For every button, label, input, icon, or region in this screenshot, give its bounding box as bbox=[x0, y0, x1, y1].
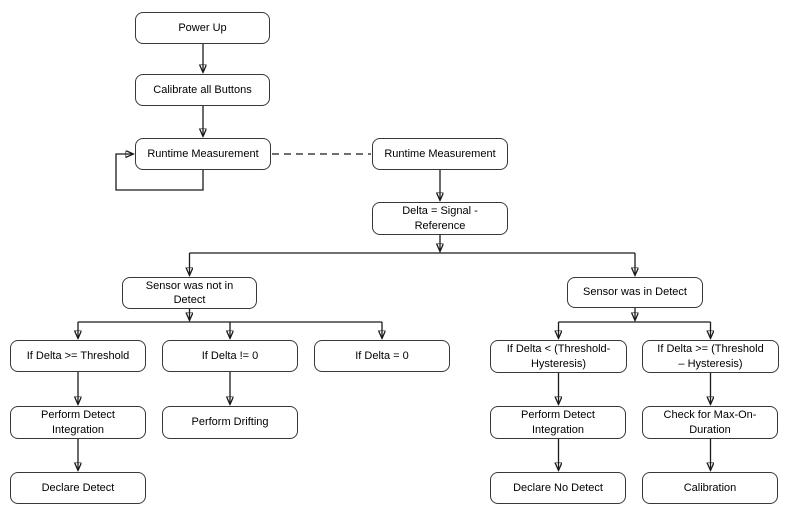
node-perform-detect-integration-left: Perform Detect Integration bbox=[10, 406, 146, 439]
node-runtime-measurement-right: Runtime Measurement bbox=[372, 138, 508, 170]
node-declare-no-detect-label: Declare No Detect bbox=[513, 481, 603, 494]
node-calibrate-all-buttons-label: Calibrate all Buttons bbox=[153, 83, 252, 96]
node-runtime-measurement-left-label: Runtime Measurement bbox=[147, 147, 259, 160]
node-runtime-measurement-left: Runtime Measurement bbox=[135, 138, 271, 170]
node-if-delta-eq-zero-label: If Delta = 0 bbox=[355, 349, 409, 362]
node-declare-no-detect: Declare No Detect bbox=[490, 472, 626, 504]
node-perform-drifting: Perform Drifting bbox=[162, 406, 298, 439]
node-sensor-was-not-in-detect: Sensor was not in Detect bbox=[122, 277, 257, 309]
node-sensor-was-in-detect: Sensor was in Detect bbox=[567, 277, 703, 308]
node-perform-detect-integration-right: Perform Detect Integration bbox=[490, 406, 626, 439]
node-declare-detect-label: Declare Detect bbox=[41, 481, 115, 494]
node-if-delta-eq-zero: If Delta = 0 bbox=[314, 340, 450, 372]
node-check-for-max-on-duration: Check for Max-On- Duration bbox=[642, 406, 778, 439]
node-if-delta-ge-threshold: If Delta >= Threshold bbox=[10, 340, 146, 372]
node-delta-signal-reference: Delta = Signal - Reference bbox=[372, 202, 508, 235]
node-runtime-measurement-right-label: Runtime Measurement bbox=[384, 147, 496, 160]
node-if-delta-lt-threshold-hysteresis: If Delta < (Threshold- Hysteresis) bbox=[490, 340, 627, 373]
node-if-delta-ge-threshold-hysteresis-label: If Delta >= (Threshold – Hysteresis) bbox=[657, 343, 764, 370]
node-perform-detect-integration-left-label: Perform Detect Integration bbox=[41, 409, 115, 436]
node-perform-drifting-label: Perform Drifting bbox=[191, 416, 269, 429]
node-declare-detect: Declare Detect bbox=[10, 472, 146, 504]
node-perform-detect-integration-right-label: Perform Detect Integration bbox=[521, 409, 595, 436]
node-if-delta-ge-threshold-hysteresis: If Delta >= (Threshold – Hysteresis) bbox=[642, 340, 779, 373]
node-sensor-was-not-in-detect-label: Sensor was not in Detect bbox=[145, 279, 234, 306]
node-if-delta-ne-zero-label: If Delta != 0 bbox=[201, 349, 259, 362]
node-delta-signal-reference-label: Delta = Signal - Reference bbox=[402, 205, 478, 232]
node-power-up-label: Power Up bbox=[178, 21, 227, 34]
node-calibration-label: Calibration bbox=[683, 481, 737, 494]
node-check-for-max-on-duration-label: Check for Max-On- Duration bbox=[663, 409, 757, 436]
node-sensor-was-in-detect-label: Sensor was in Detect bbox=[583, 286, 687, 299]
node-if-delta-lt-threshold-hysteresis-label: If Delta < (Threshold- Hysteresis) bbox=[506, 343, 611, 370]
node-if-delta-ge-threshold-label: If Delta >= Threshold bbox=[26, 349, 130, 362]
node-power-up: Power Up bbox=[135, 12, 270, 44]
node-if-delta-ne-zero: If Delta != 0 bbox=[162, 340, 298, 372]
node-calibration: Calibration bbox=[642, 472, 778, 504]
edge-runtime-left-self-loop bbox=[115, 154, 204, 191]
node-calibrate-all-buttons: Calibrate all Buttons bbox=[135, 74, 270, 106]
